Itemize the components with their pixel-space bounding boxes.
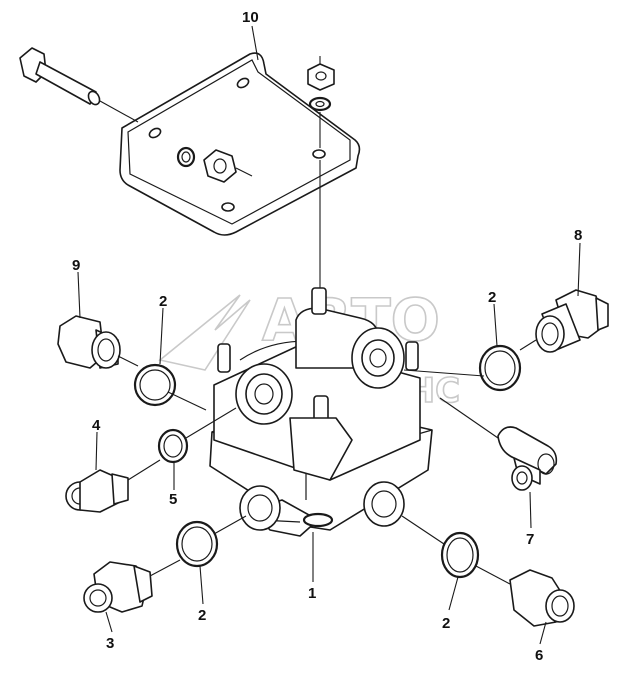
callout-label-2-left-upper: 2: [159, 293, 167, 310]
callout-label-8: 8: [574, 227, 582, 244]
o-ring-left-lower: [175, 515, 247, 568]
callout-label-2-left-lower: 2: [198, 607, 206, 624]
callout-label-5: 5: [169, 491, 177, 508]
callout-label-10: 10: [242, 9, 259, 26]
fitting-part-9: [57, 315, 139, 369]
callout-label-9: 9: [72, 257, 80, 274]
o-ring-right-lower: [401, 515, 480, 579]
bracket-part-10: [119, 52, 361, 236]
callout-label-2-right-lower: 2: [442, 615, 450, 632]
elbow-fitting-part-7: [439, 397, 558, 491]
nut-top-right: [307, 56, 335, 288]
bolt: [19, 47, 139, 123]
o-ring-right-upper: [403, 344, 522, 392]
valve-body-part-1: [209, 287, 433, 537]
callout-label-3: 3: [106, 635, 114, 652]
fitting-part-6: [475, 565, 575, 627]
washer-nut-left: [176, 146, 253, 183]
callout-label-4: 4: [92, 417, 101, 434]
fitting-part-8: [519, 289, 609, 353]
callout-label-1: 1: [308, 585, 316, 602]
o-ring-part-5: [157, 407, 237, 464]
callout-label-6: 6: [535, 647, 543, 664]
watermark-logo: [158, 294, 251, 371]
callout-leaders: [77, 25, 581, 645]
o-ring-left-upper: [133, 363, 207, 411]
fitting-part-3: [83, 559, 181, 613]
callout-labels: 10 8 9 2 2 4 5 7 1 3 2 2 6: [72, 9, 582, 664]
callout-label-7: 7: [526, 531, 534, 548]
fitting-part-4: [65, 459, 161, 513]
callout-label-2-right-upper: 2: [488, 289, 496, 306]
